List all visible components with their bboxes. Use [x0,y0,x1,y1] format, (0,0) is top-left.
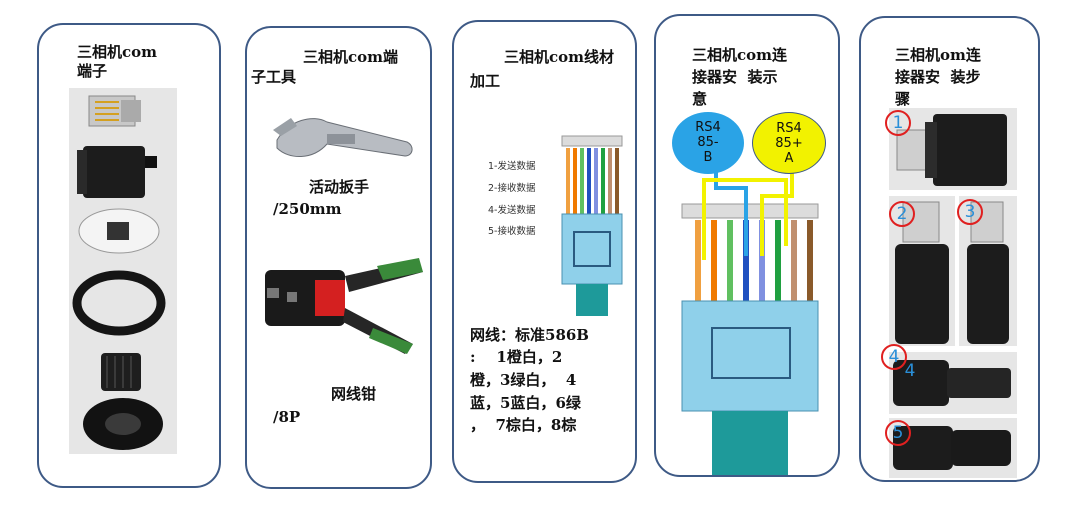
panel-connector-diagram: 三相机com连 接器安 装示 意 RS4 85- B RS4 85+ [654,14,840,477]
panel-3-title-line1: 三相机com线材 [504,48,615,66]
rs485-a-line1: RS4 [776,121,802,136]
panel-4-title-line2: 接器安 装示 [692,68,778,86]
rs485-b-bubble: RS4 85- B [672,112,744,174]
rs485-a-bubble: RS4 85+ A [752,112,826,174]
panel-1-title-line2: 端子 [77,62,108,80]
rj45-wiring-drawing [561,135,623,316]
wrench-size: /250mm [273,200,342,218]
crimper-icon [265,258,423,354]
wire-label-2: 2-接收数据 [488,183,536,194]
panel-5-title-line2: 接器安 装步 [895,68,981,86]
panel-1-title: 三相机com 端子 [77,43,157,81]
rs485-a-line3: A [784,151,794,166]
panel-cable-processing: 三相机com线材 加工 1-发送数据 2-接收数据 4-发送数据 5-接收数据 … [452,20,637,483]
rs485-a-line2: 85+ [775,136,803,151]
panel-install-steps: 三相机om连 接器安 装步 骤 1 2 [859,16,1040,482]
wrench-label-line1: 活动扳手 [309,178,370,196]
cable-standard-line4: 蓝，5蓝白，6绿 [470,394,581,412]
wire-label-1: 1-发送数据 [488,161,536,172]
panel-5-title-line1: 三相机om连 [895,46,981,64]
panel-4-title-line3: 意 [692,90,708,108]
cable-standard-line1: 网线：标准586B [470,326,589,344]
rs485-b-line1: RS4 [695,120,721,135]
step-4-marker-alt: 4 [904,361,916,381]
step-5-marker: 5 [885,420,911,446]
panel-3-title-line2: 加工 [470,72,501,90]
wire-label-4: 4-发送数据 [488,205,536,216]
wrench-label: 活动扳手 [309,178,369,197]
crimper-size: /8P [273,408,301,426]
panel-5-title-line3: 骤 [895,90,911,108]
cable-standard-line5: ， 7棕白，8棕 [470,416,577,434]
terminal-parts-drawing [72,95,166,450]
cable-standard-line2: : 1橙白，2 [470,348,563,366]
step-4-photo [889,352,1017,414]
step-5-photo [889,418,1017,478]
panel-2-title: 三相机com端 [303,48,398,67]
panel-terminal-tools: 三相机com端 子工具 活动扳手 /250mm 网线钳 /8P [245,26,432,489]
wrench-icon [273,118,413,157]
rj45-connector-drawing [681,134,819,475]
panel-2-title-line1: 三相机com端 [303,48,399,66]
terminal-parts-photo [69,88,177,454]
step-4-marker: 4 [881,344,907,370]
step-1-marker: 1 [885,110,911,136]
panel-4-title-line1: 三相机com连 [692,46,788,64]
cable-standard-line3: 橙，3绿白， 4 [470,371,577,389]
step-2-marker: 2 [889,201,915,227]
panel-2-title-line2: 子工具 [251,68,297,86]
rs485-b-line3: B [703,150,713,165]
step-3-marker: 3 [957,199,983,225]
panel-1-title-line1: 三相机com [77,43,158,61]
rs485-b-line2: 85- [697,135,719,150]
wire-label-5: 5-接收数据 [488,226,536,237]
crimper-label: 网线钳 [331,385,377,403]
panel-terminal-parts: 三相机com 端子 [37,23,221,488]
